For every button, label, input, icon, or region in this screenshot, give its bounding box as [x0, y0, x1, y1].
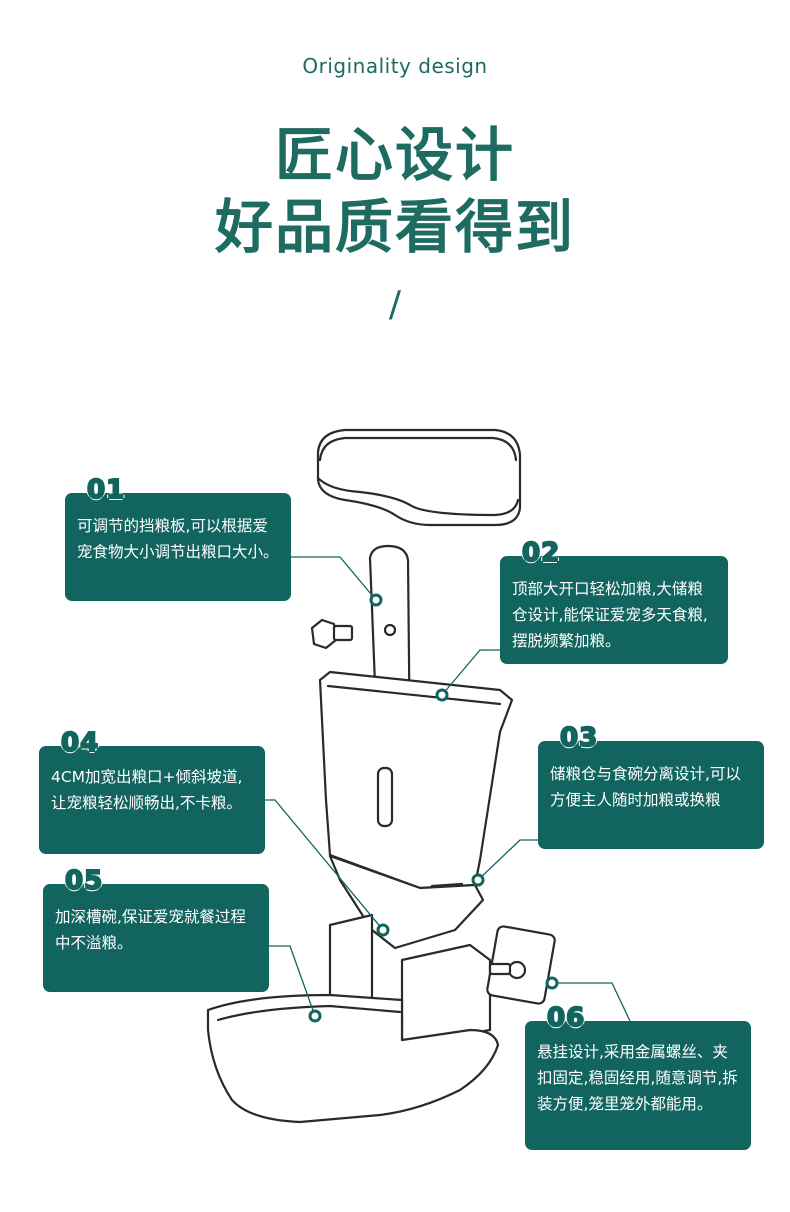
callout-02: 02 顶部大开口轻松加粮,大储粮仓设计,能保证爱宠多天食粮,摆脱频繁加粮。: [500, 539, 728, 664]
marker-dot-02: [435, 688, 449, 702]
marker-dot-04: [376, 923, 390, 937]
marker-dot-05: [308, 1009, 322, 1023]
page-title-line1: 匠心设计: [274, 121, 515, 189]
callout-number: 02: [521, 538, 561, 568]
callout-06: 06 悬挂设计,采用金属螺丝、夹扣固定,稳固经用,随意调节,拆装方便,笼里笼外都…: [525, 1004, 751, 1150]
callout-text: 顶部大开口轻松加粮,大储粮仓设计,能保证爱宠多天食粮,摆脱频繁加粮。: [512, 580, 708, 650]
subtitle: Originality design: [302, 54, 488, 78]
clamp-part: [486, 925, 556, 1005]
marker-dot-03: [471, 873, 485, 887]
marker-dot-06: [545, 976, 559, 990]
callout-05: 05 加深槽碗,保证爱宠就餐过程中不溢粮。: [43, 867, 269, 992]
marker-dot-01: [369, 593, 383, 607]
callout-number: 03: [559, 723, 599, 753]
storage-bin-part: [318, 670, 514, 950]
divider-slash: /: [388, 284, 402, 325]
lid-part: [316, 428, 522, 527]
callout-number: 05: [64, 866, 104, 896]
page-title-line2: 好品质看得到: [214, 193, 575, 261]
callout-03: 03 储粮仓与食碗分离设计,可以方便主人随时加粮或换粮: [538, 724, 764, 849]
callout-01: 01 可调节的挡粮板,可以根据爱宠食物大小调节出粮口大小。: [65, 476, 291, 601]
callout-number: 06: [546, 1003, 586, 1033]
callout-text: 加深槽碗,保证爱宠就餐过程中不溢粮。: [55, 908, 246, 952]
callout-text: 悬挂设计,采用金属螺丝、夹扣固定,稳固经用,随意调节,拆装方便,笼里笼外都能用。: [537, 1043, 738, 1113]
callout-number: 01: [86, 475, 126, 505]
callout-04: 04 4CM加宽出粮口+倾斜坡道,让宠粮轻松顺畅出,不卡粮。: [39, 729, 265, 854]
callout-text: 储粮仓与食碗分离设计,可以方便主人随时加粮或换粮: [550, 765, 741, 809]
callout-number: 04: [60, 728, 100, 758]
callout-text: 可调节的挡粮板,可以根据爱宠食物大小调节出粮口大小。: [77, 517, 279, 561]
bowl-part: [206, 913, 500, 1124]
callout-text: 4CM加宽出粮口+倾斜坡道,让宠粮轻松顺畅出,不卡粮。: [51, 768, 243, 812]
knob-screw-part: [310, 618, 354, 650]
